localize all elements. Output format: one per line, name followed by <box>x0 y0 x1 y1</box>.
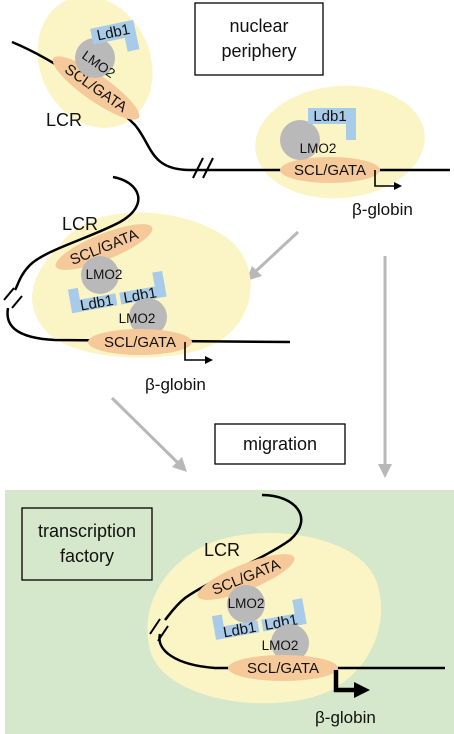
lcr-scl-gata <box>197 554 295 600</box>
globin-scl-gata-label: SCL/GATA <box>294 162 366 179</box>
globin-scl-gata <box>280 157 380 183</box>
globin-nuclear-blob <box>255 85 425 199</box>
ldb1-label: Ldb1 <box>79 292 115 315</box>
lcr-label: LCR <box>204 540 240 560</box>
chromatin-strand <box>6 307 291 344</box>
ldb1-protein <box>119 270 167 305</box>
ldb1-dimer: Ldb1 Ldb1 <box>211 598 307 642</box>
beta-globin-label: β-globin <box>352 200 413 219</box>
globin-scl-gata-label: SCL/GATA <box>104 334 176 351</box>
lmo2-protein <box>227 585 265 623</box>
lcr-label: LCR <box>46 110 82 130</box>
nuclear-periphery-box <box>194 2 324 76</box>
ldb1-protein <box>261 598 307 632</box>
chromatin-strand <box>13 175 140 291</box>
lcr-scl-gata <box>55 224 153 270</box>
transcription-start-arrow <box>374 170 402 190</box>
panel-transcription-factory: transcription factory LCR SCL/GATA LMO2 … <box>21 493 445 727</box>
globin-scl-gata <box>228 655 338 681</box>
lmo2-label: LMO2 <box>86 267 123 282</box>
lmo2-protein <box>81 256 119 294</box>
globin-scl-gata <box>88 329 192 355</box>
lmo2-protein <box>271 624 309 662</box>
beta-globin-label: β-globin <box>145 375 206 394</box>
ldb1-label: Ldb1 <box>313 108 346 125</box>
lmo2-label: LMO2 <box>119 311 156 326</box>
lmo2-label: LMO2 <box>300 141 337 156</box>
transcription-factory-line1: transcription <box>38 521 136 541</box>
lmo2-protein <box>280 120 320 160</box>
ldb1-protein <box>308 108 356 140</box>
ldb1-label: Ldb1 <box>95 21 131 45</box>
transcription-start-arrow <box>184 342 213 364</box>
migration-box <box>214 423 346 465</box>
ldb1-protein <box>90 19 140 52</box>
transcription-start-arrow <box>333 670 370 698</box>
chromatin-break-mark <box>149 618 169 642</box>
lcr-scl-gata <box>52 56 140 120</box>
beta-globin-label: β-globin <box>315 708 376 727</box>
lmo2-protein <box>75 38 115 78</box>
nuclear-periphery-line2: periphery <box>221 41 296 61</box>
ldb1-label: Ldb1 <box>222 619 258 642</box>
migration-label: migration <box>243 434 317 454</box>
panel-chromatin-loop: LCR SCL/GATA LMO2 Ldb1 Ldb1 LMO2 SCL/GAT… <box>3 175 291 394</box>
lcr-label: LCR <box>62 214 98 234</box>
globin-scl-gata-label: SCL/GATA <box>247 660 319 677</box>
arrow-to-looping <box>253 230 300 274</box>
chromatin-break-mark <box>3 287 23 309</box>
transcription-factory-box <box>21 507 153 581</box>
lmo2-protein <box>129 298 167 336</box>
transition-arrows <box>110 230 392 478</box>
chromatin-break-mark <box>192 157 214 179</box>
nuclear-periphery-line1: nuclear <box>229 16 288 36</box>
ldb1-protein <box>67 287 118 314</box>
lmo2-label: LMO2 <box>228 596 265 611</box>
arrow-loop-to-factory <box>110 396 180 465</box>
ldb1-protein <box>211 614 260 640</box>
chromatin-strand <box>11 40 450 172</box>
lmo2-label: LMO2 <box>262 638 299 653</box>
transcription-factory-line2: factory <box>60 546 114 566</box>
panel-nuclear-periphery: SCL/GATA LMO2 Ldb1 LCR SCL/GATA LMO2 Ldb… <box>11 0 450 219</box>
